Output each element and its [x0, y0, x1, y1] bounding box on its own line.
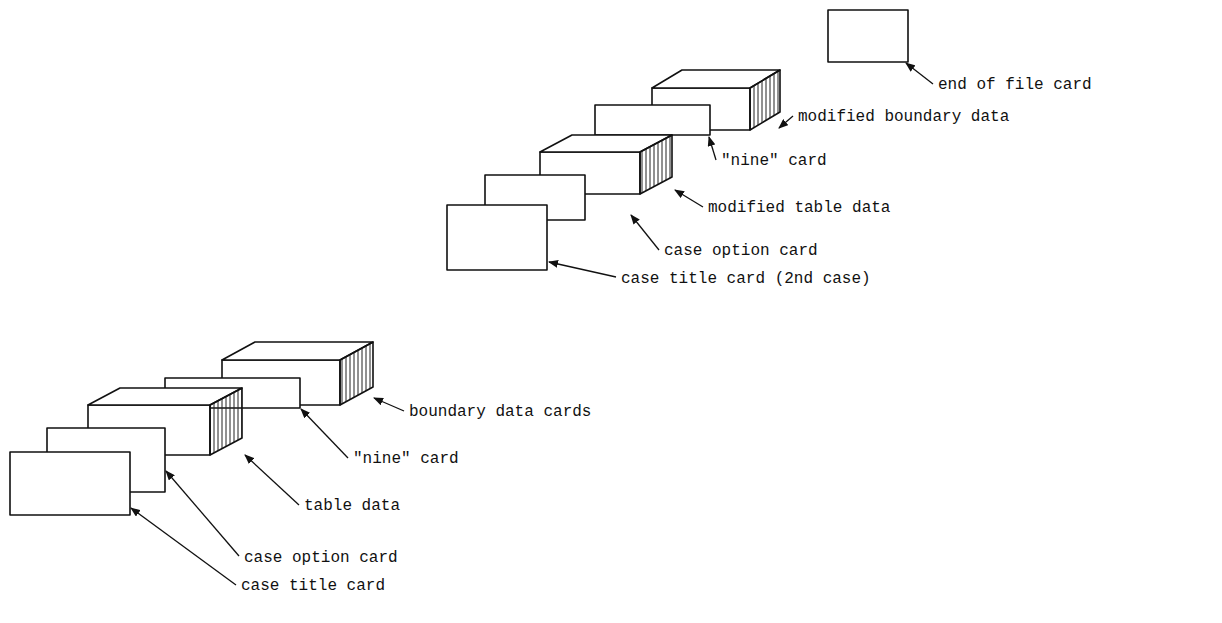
callout-label: case option card — [243, 549, 399, 567]
end-of-file-card — [828, 10, 908, 62]
callout-label: case option card — [663, 242, 819, 260]
callout-label: case title card (2nd case) — [620, 270, 872, 288]
case-title-card — [447, 205, 547, 270]
callout-label: "nine" card — [720, 152, 828, 170]
callout-label: modified table data — [707, 199, 891, 217]
callout-label: boundary data cards — [408, 403, 592, 421]
callout-label: "nine" card — [352, 450, 460, 468]
callout-label: case title card — [240, 577, 386, 595]
callout-label: end of file card — [937, 76, 1093, 94]
case-title-card — [10, 452, 130, 515]
callout-label: modified boundary data — [797, 108, 1010, 126]
callout-label: table data — [303, 497, 401, 515]
nine-card — [595, 105, 710, 135]
leader-lines — [131, 63, 933, 585]
